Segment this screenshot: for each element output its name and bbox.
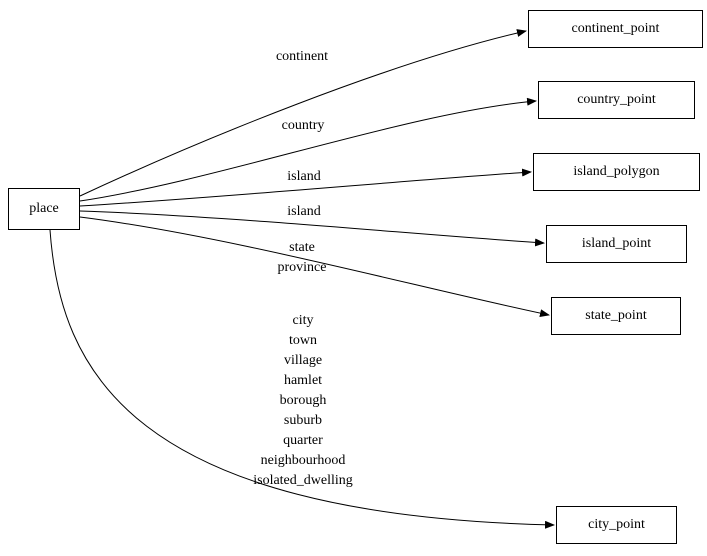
edge-label-city-types: city town village hamlet borough suburb … xyxy=(253,313,353,488)
edge-place-to-island-point xyxy=(79,210,545,247)
edge-place-to-island-polygon xyxy=(79,168,532,207)
edge-label-country: country xyxy=(281,118,325,133)
edge-label-island-polygon: island xyxy=(287,169,321,184)
node-continent-point: continent_point xyxy=(528,10,703,48)
node-place: place xyxy=(8,188,80,230)
node-island-polygon: island_polygon xyxy=(533,153,700,191)
edge-label-island-point: island xyxy=(287,204,321,219)
edge-place-to-country-point xyxy=(79,97,537,202)
edge-label-continent: continent xyxy=(275,49,329,64)
node-country-point: country_point xyxy=(538,81,695,119)
node-state-point: state_point xyxy=(551,297,681,335)
edge-place-to-state-point xyxy=(79,216,550,318)
edge-label-state-province: state province xyxy=(277,240,327,275)
node-island-point: island_point xyxy=(546,225,687,263)
edge-place-to-city-point xyxy=(49,229,555,529)
edge-place-to-continent-point xyxy=(79,29,527,197)
node-city-point: city_point xyxy=(556,506,677,544)
